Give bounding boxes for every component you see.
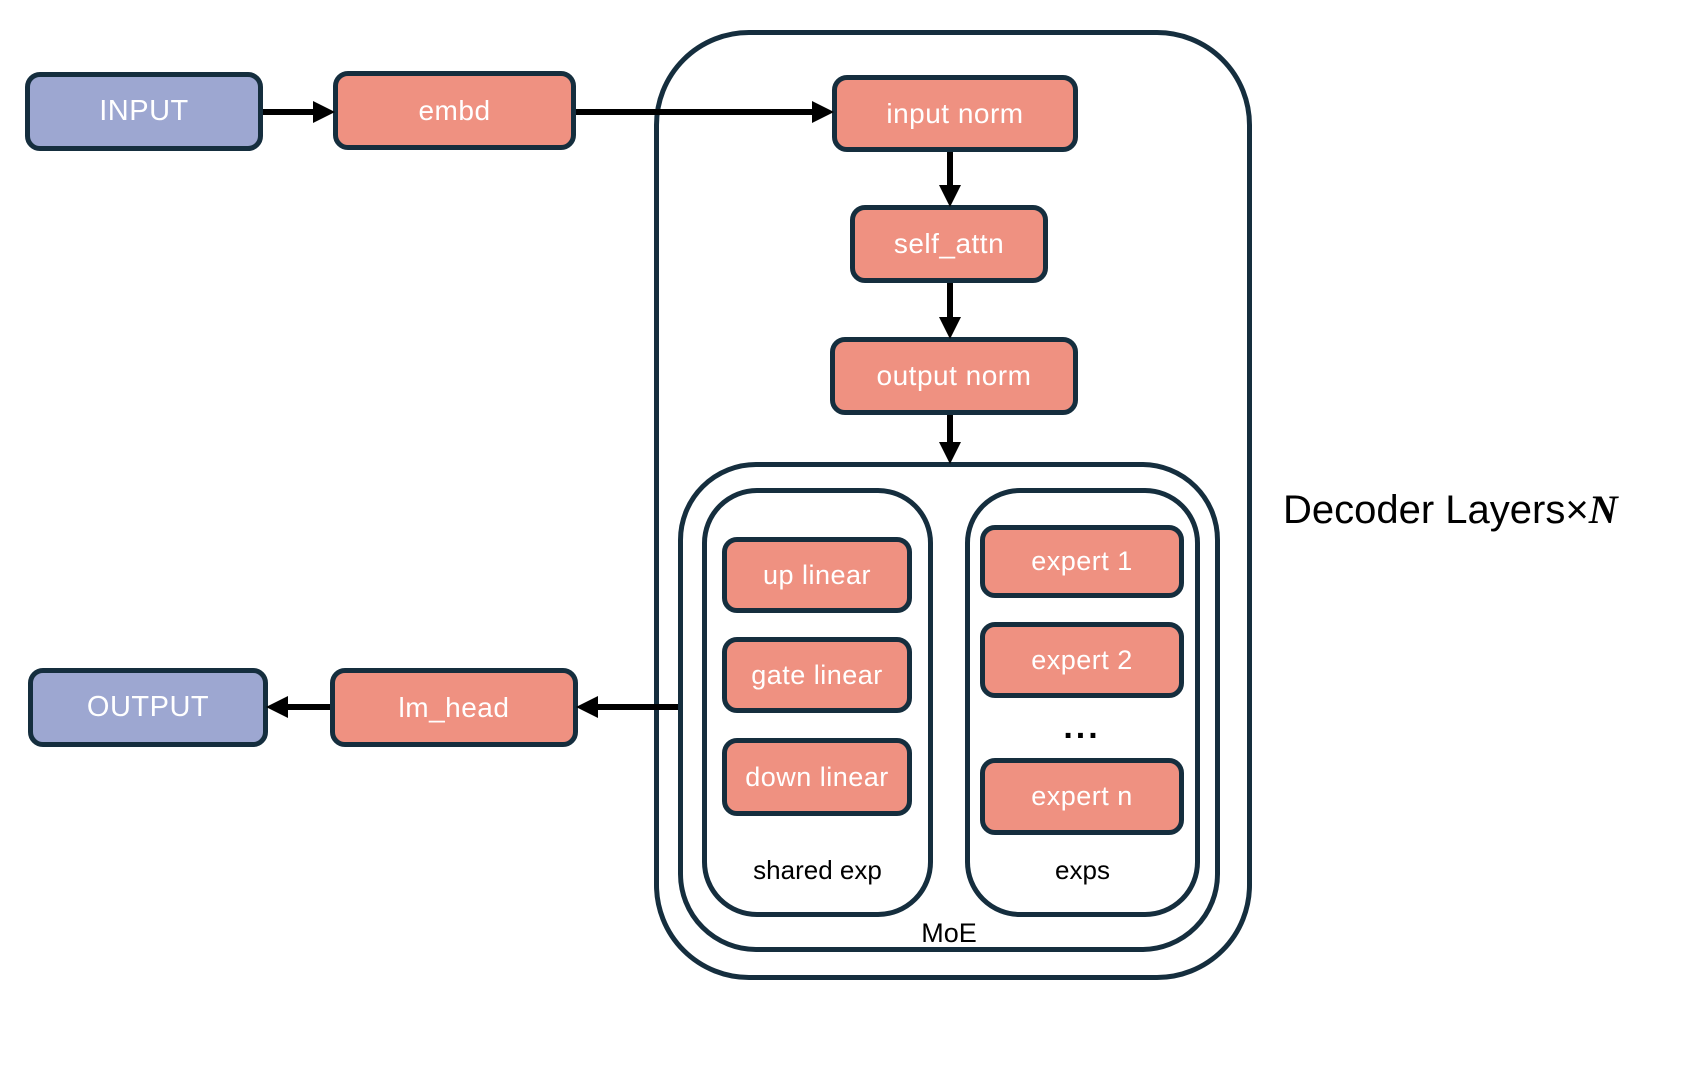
down-linear-node: down linear [722, 738, 912, 816]
lm-head-node: lm_head [330, 668, 578, 747]
moe-label: MoE [921, 918, 977, 948]
input-norm-node: input norm [832, 75, 1078, 152]
output-norm-node: output norm [830, 337, 1078, 415]
exps-label: exps [1055, 855, 1110, 885]
self-attn-node: self_attn [850, 205, 1048, 283]
shared-exp-container [702, 488, 933, 917]
decoder-layers-container [654, 30, 1252, 980]
decoder-layers-n: N [1588, 487, 1618, 532]
experts-ellipsis: ... [1063, 708, 1101, 746]
exps-container [965, 488, 1200, 917]
output-node: OUTPUT [28, 668, 268, 747]
expert-2-node: expert 2 [980, 622, 1184, 698]
up-linear-node: up linear [722, 537, 912, 613]
shared-exp-label: shared exp [753, 855, 882, 885]
decoder-layers-text: Decoder Layers× [1283, 488, 1589, 532]
decoder-layers-label: Decoder Layers×N [1283, 486, 1618, 533]
moe-container [678, 462, 1220, 952]
expert-n-node: expert n [980, 758, 1184, 835]
embd-node: embd [333, 71, 576, 150]
gate-linear-node: gate linear [722, 637, 912, 713]
input-node: INPUT [25, 72, 263, 151]
expert-1-node: expert 1 [980, 525, 1184, 598]
